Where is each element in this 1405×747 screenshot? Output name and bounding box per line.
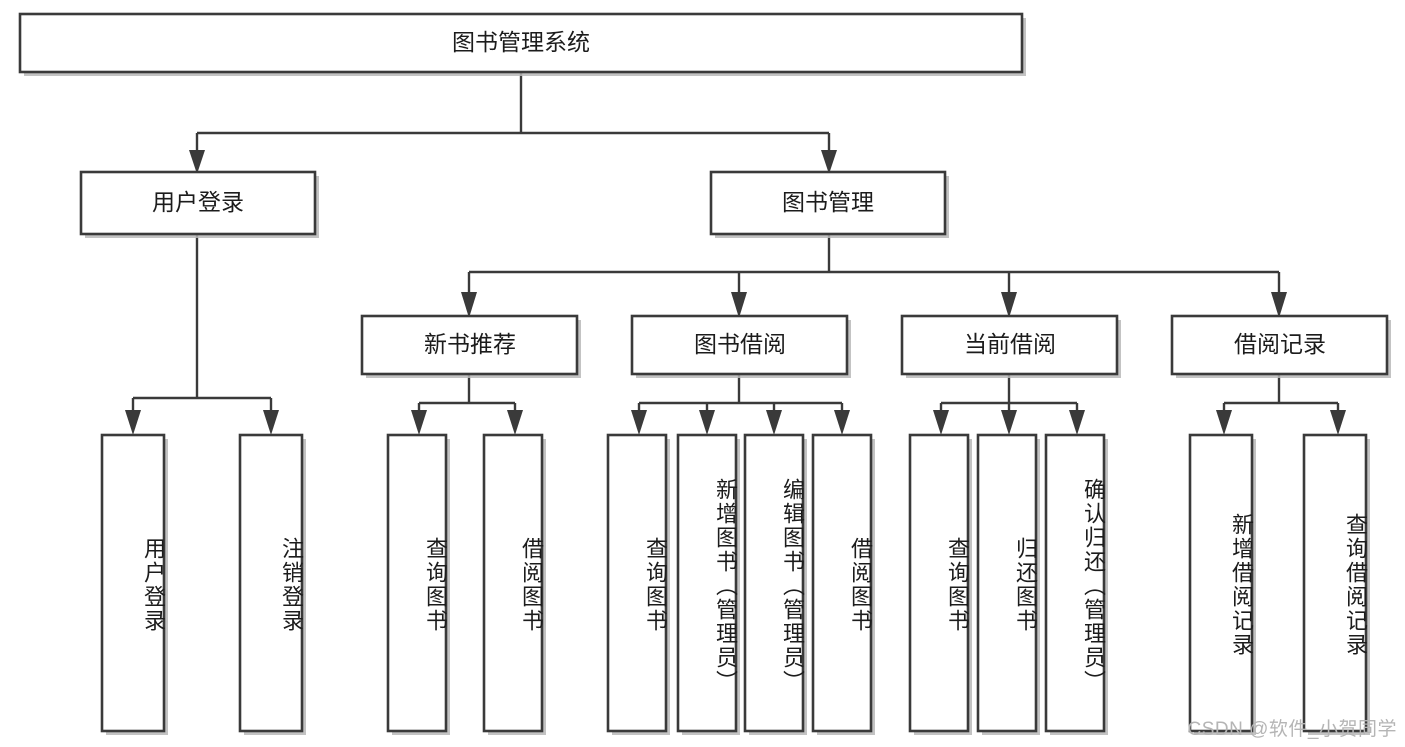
root-label: 图书管理系统 xyxy=(452,29,590,55)
arrow-head-leaf-query-book-2 xyxy=(631,410,647,435)
node-book-borrow[interactable]: 图书借阅 xyxy=(630,314,851,378)
arrow-head-leaf-user-login xyxy=(125,410,141,435)
leaf-confirm-return-box[interactable] xyxy=(1044,433,1106,733)
arrow-head-leaf-borrow-book-2 xyxy=(834,410,850,435)
root-box[interactable] xyxy=(18,12,1024,74)
book-management-box[interactable] xyxy=(709,170,947,236)
borrow-record-label: 借阅记录 xyxy=(1234,331,1326,357)
arrow-head-leaf-query-book-3 xyxy=(933,410,949,435)
arrow-head-book-management xyxy=(821,150,837,174)
user-login-box[interactable] xyxy=(79,170,317,236)
arrow-head-user-login xyxy=(189,150,205,174)
csdn-watermark: CSDN @软件_小贺同学 xyxy=(1187,719,1397,740)
leaf-logout-login-box[interactable] xyxy=(238,433,304,733)
arrow-head-new-book-recommend xyxy=(461,292,477,318)
node-borrow-record[interactable]: 借阅记录 xyxy=(1170,314,1391,378)
book-management-label: 图书管理 xyxy=(782,189,874,215)
leaf-add-book-box[interactable] xyxy=(676,433,738,733)
current-borrow-label: 当前借阅 xyxy=(964,331,1056,357)
node-new-book-recommend[interactable]: 新书推荐 xyxy=(360,314,581,378)
arrow-head-current-borrow xyxy=(1001,292,1017,318)
leaf-box-layer xyxy=(100,433,1370,735)
new-book-recommend-box[interactable] xyxy=(360,314,579,376)
leaf-return-book-box[interactable] xyxy=(976,433,1038,733)
arrow-head-leaf-add-book xyxy=(699,410,715,435)
node-user-login[interactable]: 用户登录 xyxy=(79,170,319,238)
node-book-management[interactable]: 图书管理 xyxy=(709,170,949,238)
new-book-recommend-label: 新书推荐 xyxy=(424,331,516,357)
arrow-head-leaf-borrow-book-1 xyxy=(507,410,523,435)
arrow-head-leaf-confirm-return xyxy=(1069,410,1085,435)
leaf-add-borrow-record-box[interactable] xyxy=(1188,433,1254,733)
user-login-label: 用户登录 xyxy=(152,189,244,215)
arrow-head-leaf-edit-book xyxy=(766,410,782,435)
connector-layer xyxy=(125,72,1346,435)
book-borrow-box[interactable] xyxy=(630,314,849,376)
node-current-borrow[interactable]: 当前借阅 xyxy=(900,314,1121,378)
arrow-head-borrow-record xyxy=(1271,292,1287,318)
arrow-head-leaf-query-borrow-record xyxy=(1330,410,1346,435)
leaf-query-book-1-box[interactable] xyxy=(386,433,448,733)
book-borrow-label: 图书借阅 xyxy=(694,331,786,357)
arrow-head-leaf-add-borrow-record xyxy=(1216,410,1232,435)
leaf-edit-book-box[interactable] xyxy=(743,433,805,733)
leaf-borrow-book-1-box[interactable] xyxy=(482,433,544,733)
node-root[interactable]: 图书管理系统 xyxy=(18,12,1026,76)
arrow-head-book-borrow xyxy=(731,292,747,318)
arrow-head-leaf-return-book xyxy=(1001,410,1017,435)
leaf-query-book-2-box[interactable] xyxy=(606,433,668,733)
borrow-record-box[interactable] xyxy=(1170,314,1389,376)
leaf-query-book-3-box[interactable] xyxy=(908,433,970,733)
leaf-user-login-box[interactable] xyxy=(100,433,166,733)
arrow-head-leaf-logout-login xyxy=(263,410,279,435)
current-borrow-box[interactable] xyxy=(900,314,1119,376)
arrow-head-leaf-query-book-1 xyxy=(411,410,427,435)
leaf-borrow-book-2-box[interactable] xyxy=(811,433,873,733)
leaf-query-borrow-record-box[interactable] xyxy=(1302,433,1368,733)
